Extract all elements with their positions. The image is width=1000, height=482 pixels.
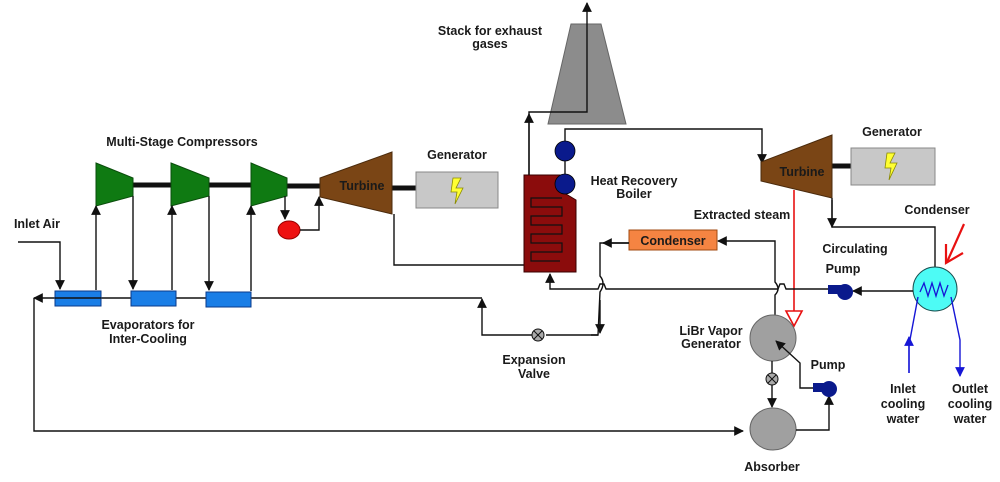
absorber bbox=[749, 407, 797, 451]
outlet-cooling-line bbox=[950, 296, 965, 377]
flow-combustor-to-turbine bbox=[300, 196, 324, 231]
lightning-icon bbox=[884, 152, 898, 181]
libr-generator-label-line2: Generator bbox=[681, 337, 741, 351]
lightning-icon bbox=[450, 177, 464, 205]
condenser-coil bbox=[919, 280, 949, 299]
evaporator-2 bbox=[130, 290, 177, 307]
expansion-valve-label-line2: Valve bbox=[518, 367, 550, 381]
steam-generator-label: Generator bbox=[862, 125, 922, 139]
absorber-label: Absorber bbox=[744, 460, 800, 474]
main-condenser-label: Condenser bbox=[904, 203, 969, 217]
flow-steam-to-turbine bbox=[564, 128, 767, 164]
inlet-air-label: Inlet Air bbox=[14, 217, 60, 231]
libr-vapor-generator bbox=[749, 314, 797, 362]
solution-pump-icon bbox=[813, 381, 837, 397]
compressor-stage-3 bbox=[250, 162, 288, 207]
compressor-stage-2 bbox=[170, 162, 210, 207]
circulating-pump-label-line1: Circulating bbox=[822, 242, 887, 256]
evaporators-label-line1: Evaporators for bbox=[101, 318, 194, 332]
flow-pump-to-generator bbox=[775, 340, 813, 389]
combustor bbox=[277, 220, 301, 240]
flow-valve-to-evaporators bbox=[477, 298, 532, 336]
absorption-condenser-label: Condenser bbox=[640, 234, 705, 248]
libr-generator-label-line1: LiBr Vapor bbox=[679, 324, 742, 338]
flow-to-absorber bbox=[33, 298, 744, 436]
evaporators-label-line2: Inter-Cooling bbox=[109, 332, 187, 346]
expansion-valve-label-line1: Expansion bbox=[502, 353, 565, 367]
steam-drum-upper bbox=[554, 140, 576, 162]
extracted-steam-label: Extracted steam bbox=[694, 208, 791, 222]
expansion-valve-icon bbox=[531, 328, 545, 342]
circulating-pump-icon bbox=[828, 284, 853, 300]
flow-condenser-to-valve bbox=[591, 242, 629, 336]
flow-inlet-air bbox=[18, 241, 65, 290]
solution-pump-label: Pump bbox=[811, 358, 846, 372]
stack-label-line1: Stack for exhaust bbox=[438, 24, 543, 38]
steam-turbine-label: Turbine bbox=[780, 165, 825, 179]
outlet-cooling-label-line2: cooling bbox=[948, 397, 992, 411]
inlet-cooling-label-line2: cooling bbox=[881, 397, 925, 411]
gas-turbine-label: Turbine bbox=[340, 179, 385, 193]
boiler-coil bbox=[530, 197, 563, 262]
condenser-pointer bbox=[945, 223, 966, 263]
flow-pump-to-boiler bbox=[545, 273, 828, 290]
gas-turbine bbox=[319, 151, 393, 215]
inlet-cooling-line bbox=[908, 296, 919, 373]
condenser-pointer-head bbox=[944, 244, 964, 265]
outlet-cooling-label-line3: water bbox=[953, 412, 987, 426]
compressor-stage-1 bbox=[95, 162, 134, 207]
flow-vapor-to-condenser bbox=[717, 236, 779, 319]
hrsg-label-line2: Boiler bbox=[616, 187, 652, 201]
inlet-cooling-label-line1: Inlet bbox=[890, 382, 917, 396]
solution-valve-icon bbox=[765, 372, 779, 386]
circulating-pump-label-line2: Pump bbox=[826, 262, 861, 276]
evaporator-3 bbox=[205, 291, 252, 308]
main-condenser bbox=[912, 266, 958, 312]
hrsg-label-line1: Heat Recovery bbox=[591, 174, 678, 188]
compressors-label: Multi-Stage Compressors bbox=[106, 135, 257, 149]
inlet-cooling-label-line3: water bbox=[886, 412, 920, 426]
absorption-condenser bbox=[628, 229, 718, 251]
steam-drum-lower bbox=[554, 173, 576, 195]
stack-label-line2: gases bbox=[472, 37, 507, 51]
extracted-steam-arrowhead bbox=[784, 310, 804, 328]
flow-absorber-to-pump bbox=[796, 395, 834, 431]
gas-generator-label: Generator bbox=[427, 148, 487, 162]
outlet-cooling-label-line1: Outlet bbox=[952, 382, 989, 396]
flow-exhaust-to-boiler bbox=[393, 214, 563, 270]
